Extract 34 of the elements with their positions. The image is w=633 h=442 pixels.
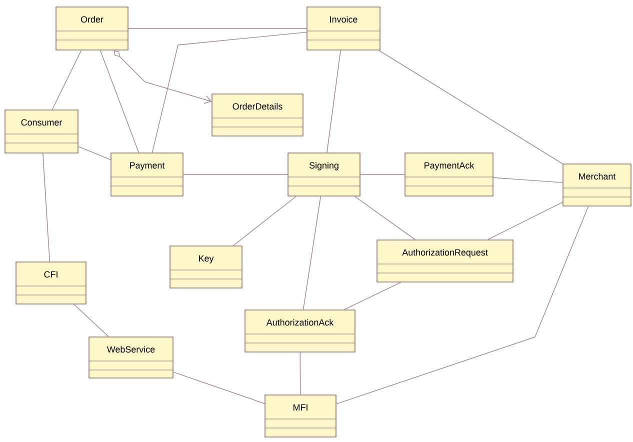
class-box: Order [56,6,128,50]
association-line [493,177,563,183]
association-line [378,50,563,164]
class-box: PaymentAck [404,152,494,196]
association-line [360,174,405,175]
association-line [183,174,288,175]
association-line [52,50,82,110]
association-line [336,206,589,404]
class-box: AuthorizationRequest [376,240,514,282]
association-line [300,352,301,395]
association-line [128,28,307,29]
class-box: Payment [110,152,184,196]
class-box: Consumer [4,110,78,154]
class-box: Signing [288,152,360,196]
association-line [232,196,296,246]
association-line [354,196,416,240]
association-line [42,153,50,262]
class-box: AuthorizationAck [244,310,356,352]
association-line [173,372,265,404]
class-box: Invoice [306,6,380,50]
association-line [302,196,321,310]
association-line [152,32,307,153]
association-line [78,146,111,160]
association-line [74,304,109,337]
association-line [344,282,402,310]
association-line [100,50,140,153]
class-box: OrderDetails [212,94,304,136]
class-box: Key [170,246,242,288]
association-line [487,202,563,240]
class-box: Merchant [562,164,632,206]
association-line [326,50,341,153]
class-box: MFI [264,394,336,438]
class-box: CFI [16,262,86,304]
class-box: WebService [88,336,174,378]
